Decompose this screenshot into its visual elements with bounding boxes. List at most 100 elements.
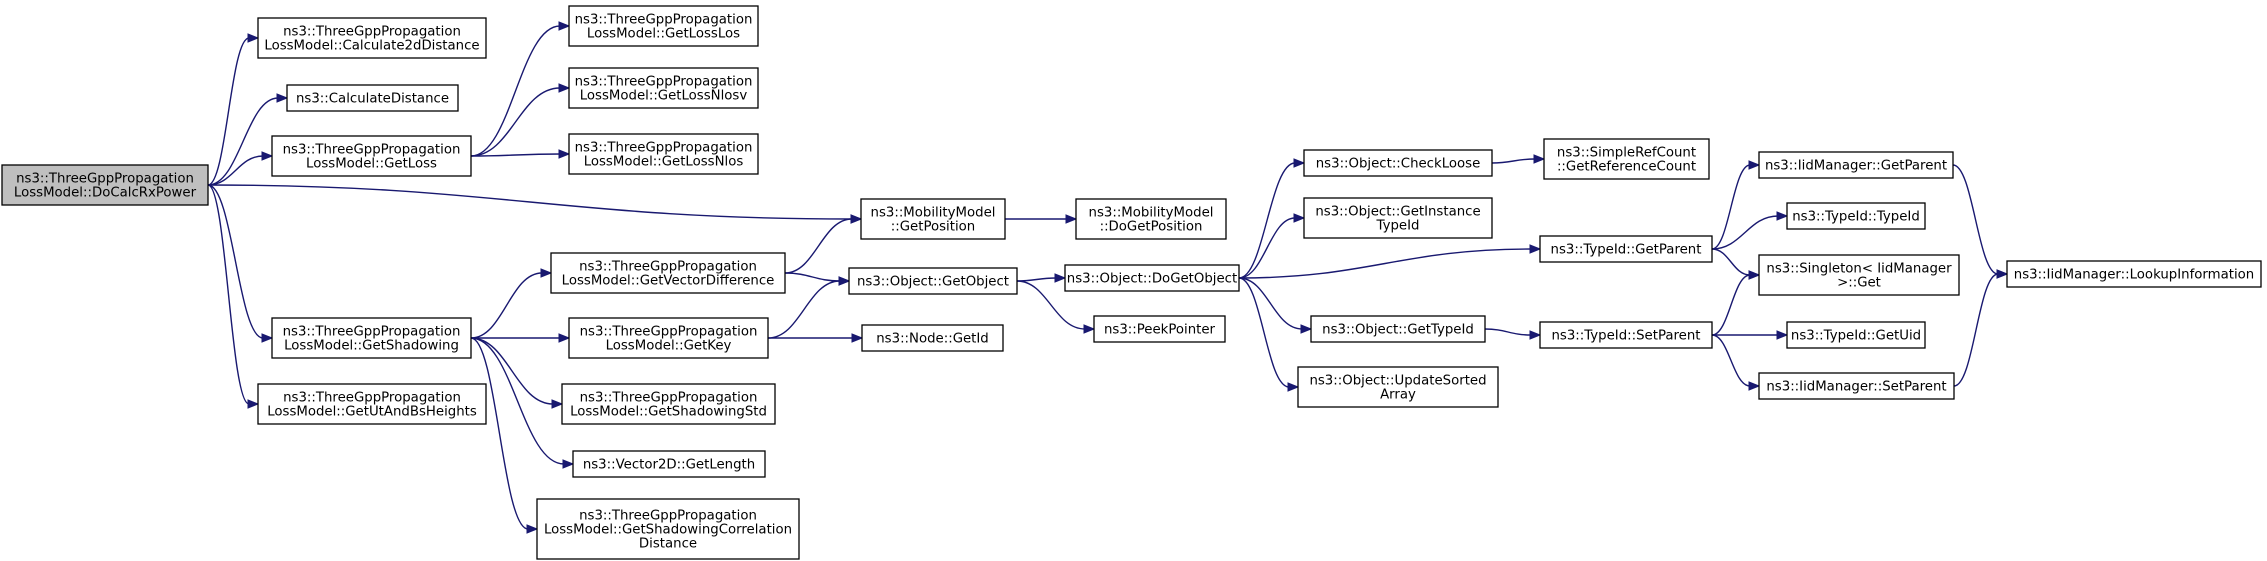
node-peekptr[interactable]: ns3::PeekPointer	[1093, 315, 1226, 343]
node-label: ns3::MobilityModel	[871, 206, 996, 221]
edge-getobject-to-dogetobject	[1016, 277, 1057, 282]
node-label: ns3::Vector2D::GetLength	[583, 458, 755, 473]
node-box[interactable]	[1, 164, 209, 206]
node-layer: ns3::ThreeGppPropagationLossModel::DoCal…	[1, 5, 2262, 560]
node-box[interactable]	[568, 133, 759, 175]
node-box[interactable]	[550, 252, 786, 294]
node-shadowstd[interactable]: ns3::ThreeGppPropagationLossModel::GetSh…	[561, 383, 776, 425]
node-dogetpos[interactable]: ns3::MobilityModel::DoGetPosition	[1075, 198, 1227, 240]
node-lossNlos[interactable]: ns3::ThreeGppPropagationLossModel::GetLo…	[568, 133, 759, 175]
node-getutbs[interactable]: ns3::ThreeGppPropagationLossModel::GetUt…	[257, 383, 487, 425]
edge-getloss-to-lossLos	[470, 25, 561, 157]
node-dogetobject[interactable]: ns3::Object::DoGetObject	[1064, 264, 1240, 292]
node-label: ns3::Singleton< IidManager	[1766, 262, 1952, 277]
edge-tidgetparent-to-singleton	[1711, 248, 1751, 276]
node-box[interactable]	[1064, 264, 1240, 292]
node-iidgetparent[interactable]: ns3::IidManager::GetParent	[1758, 151, 1954, 179]
node-box[interactable]	[257, 17, 487, 59]
edge-tidsetparent-to-singleton	[1711, 274, 1751, 336]
edge-getshadowing-to-shadowcorr	[470, 337, 529, 530]
node-box[interactable]	[1093, 315, 1226, 343]
node-box[interactable]	[1758, 372, 1955, 400]
node-getshadowing[interactable]: ns3::ThreeGppPropagationLossModel::GetSh…	[271, 317, 472, 359]
node-lookup[interactable]: ns3::IidManager::LookupInformation	[2006, 260, 2262, 288]
node-box[interactable]	[1758, 151, 1954, 179]
node-box[interactable]	[568, 67, 759, 109]
node-vecdiff[interactable]: ns3::ThreeGppPropagationLossModel::GetVe…	[550, 252, 786, 294]
node-calcdist[interactable]: ns3::CalculateDistance	[286, 84, 459, 112]
node-checkloose[interactable]: ns3::Object::CheckLoose	[1303, 149, 1493, 177]
node-getpos[interactable]: ns3::MobilityModel::GetPosition	[860, 198, 1006, 240]
node-tidtid[interactable]: ns3::TypeId::TypeId	[1786, 202, 1926, 230]
node-label: LossModel::GetLossNlosv	[580, 89, 748, 104]
node-box[interactable]	[1297, 366, 1499, 408]
node-box[interactable]	[1303, 197, 1493, 239]
node-box[interactable]	[286, 84, 459, 112]
node-shadowcorr[interactable]: ns3::ThreeGppPropagationLossModel::GetSh…	[536, 498, 800, 560]
node-box[interactable]	[1539, 235, 1713, 263]
node-tidgetparent[interactable]: ns3::TypeId::GetParent	[1539, 235, 1713, 263]
node-lossLos[interactable]: ns3::ThreeGppPropagationLossModel::GetLo…	[568, 5, 759, 47]
node-box[interactable]	[568, 5, 759, 47]
edge-root-to-getutbs	[207, 184, 250, 405]
node-box[interactable]	[848, 267, 1018, 295]
node-box[interactable]	[860, 198, 1006, 240]
node-label: ::GetReferenceCount	[1557, 160, 1696, 175]
arrowhead	[261, 151, 274, 161]
node-box[interactable]	[271, 135, 472, 177]
node-iidsetparent[interactable]: ns3::IidManager::SetParent	[1758, 372, 1955, 400]
node-box[interactable]	[561, 383, 776, 425]
node-getloss[interactable]: ns3::ThreeGppPropagationLossModel::GetLo…	[271, 135, 472, 177]
node-label: LossModel::GetLossLos	[587, 27, 740, 42]
arrowhead	[558, 149, 571, 159]
node-box[interactable]	[1310, 315, 1486, 343]
node-singleton[interactable]: ns3::Singleton< IidManager >::Get	[1758, 254, 1960, 296]
node-label: ns3::ThreeGppPropagation	[283, 25, 461, 40]
node-box[interactable]	[1786, 321, 1926, 349]
node-box[interactable]	[1303, 149, 1493, 177]
node-objgettid[interactable]: ns3::Object::GetTypeId	[1310, 315, 1486, 343]
node-calc2d[interactable]: ns3::ThreeGppPropagationLossModel::Calcu…	[257, 17, 487, 59]
node-label: LossModel::GetShadowingCorrelation	[544, 523, 792, 538]
node-refcount[interactable]: ns3::SimpleRefCount::GetReferenceCount	[1543, 138, 1710, 180]
node-box[interactable]	[1075, 198, 1227, 240]
node-label: ns3::TypeId::TypeId	[1792, 210, 1920, 225]
node-box[interactable]	[861, 324, 1004, 352]
node-label: ns3::PeekPointer	[1104, 323, 1216, 338]
edge-iidsetparent-to-lookup	[1953, 273, 1999, 387]
node-label: ns3::TypeId::GetUid	[1791, 329, 1921, 344]
node-box[interactable]	[1758, 254, 1960, 296]
node-veclen[interactable]: ns3::Vector2D::GetLength	[572, 450, 766, 478]
edge-checkloose-to-refcount	[1491, 158, 1536, 164]
node-box[interactable]	[271, 317, 472, 359]
node-box[interactable]	[257, 383, 487, 425]
node-box[interactable]	[1786, 202, 1926, 230]
node-label: ns3::IidManager::SetParent	[1766, 380, 1946, 395]
edge-vecdiff-to-getpos	[784, 218, 853, 274]
node-box[interactable]	[1543, 138, 1710, 180]
node-root[interactable]: ns3::ThreeGppPropagationLossModel::DoCal…	[1, 164, 209, 206]
node-lossNlosv[interactable]: ns3::ThreeGppPropagationLossModel::GetLo…	[568, 67, 759, 109]
node-label: ns3::ThreeGppPropagation	[579, 509, 757, 524]
node-label: LossModel::DoCalcRxPower	[14, 186, 197, 201]
node-label: ns3::ThreeGppPropagation	[283, 325, 461, 340]
node-box[interactable]	[568, 317, 769, 359]
node-box[interactable]	[572, 450, 766, 478]
node-getobject[interactable]: ns3::Object::GetObject	[848, 267, 1018, 295]
arrowhead	[1083, 324, 1096, 334]
node-label: LossModel::GetUtAndBsHeights	[267, 405, 477, 420]
edge-dogetobject-to-objgettid	[1238, 277, 1303, 330]
node-tidsetparent[interactable]: ns3::TypeId::SetParent	[1539, 321, 1713, 349]
node-label: ns3::Object::GetInstance	[1315, 205, 1480, 220]
node-nodegetid[interactable]: ns3::Node::GetId	[861, 324, 1004, 352]
node-box[interactable]	[1539, 321, 1713, 349]
node-label: ns3::ThreeGppPropagation	[580, 391, 758, 406]
node-label: ns3::ThreeGppPropagation	[580, 325, 758, 340]
node-getkey[interactable]: ns3::ThreeGppPropagationLossModel::GetKe…	[568, 317, 769, 359]
node-tidgetuid[interactable]: ns3::TypeId::GetUid	[1786, 321, 1926, 349]
node-box[interactable]	[2006, 260, 2262, 288]
arrowhead	[1996, 269, 2009, 279]
node-box[interactable]	[536, 498, 800, 560]
